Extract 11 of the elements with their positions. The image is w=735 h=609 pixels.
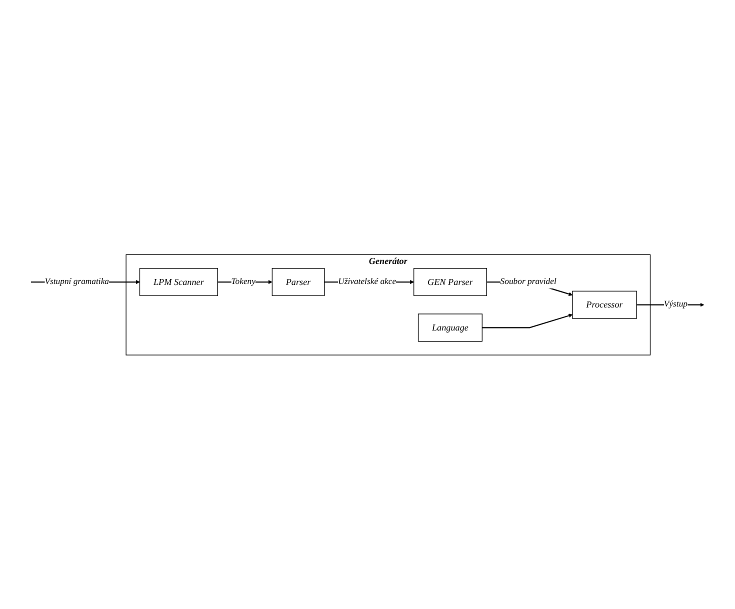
node-box: Parser: [272, 268, 325, 296]
arrow: [482, 313, 573, 328]
edge-label: Soubor pravidel: [500, 276, 556, 286]
node-box: Processor: [572, 290, 637, 319]
node-box: LPM Scanner: [139, 268, 218, 296]
edge-label: Vstupní gramatika: [44, 276, 110, 286]
node-box: GEN Parser: [414, 268, 487, 296]
edge-label: Tokeny: [231, 276, 256, 286]
node-box: Language: [418, 313, 482, 342]
edge-label: Výstup: [664, 299, 688, 309]
edge-label: Uživatelské akce: [338, 276, 396, 286]
